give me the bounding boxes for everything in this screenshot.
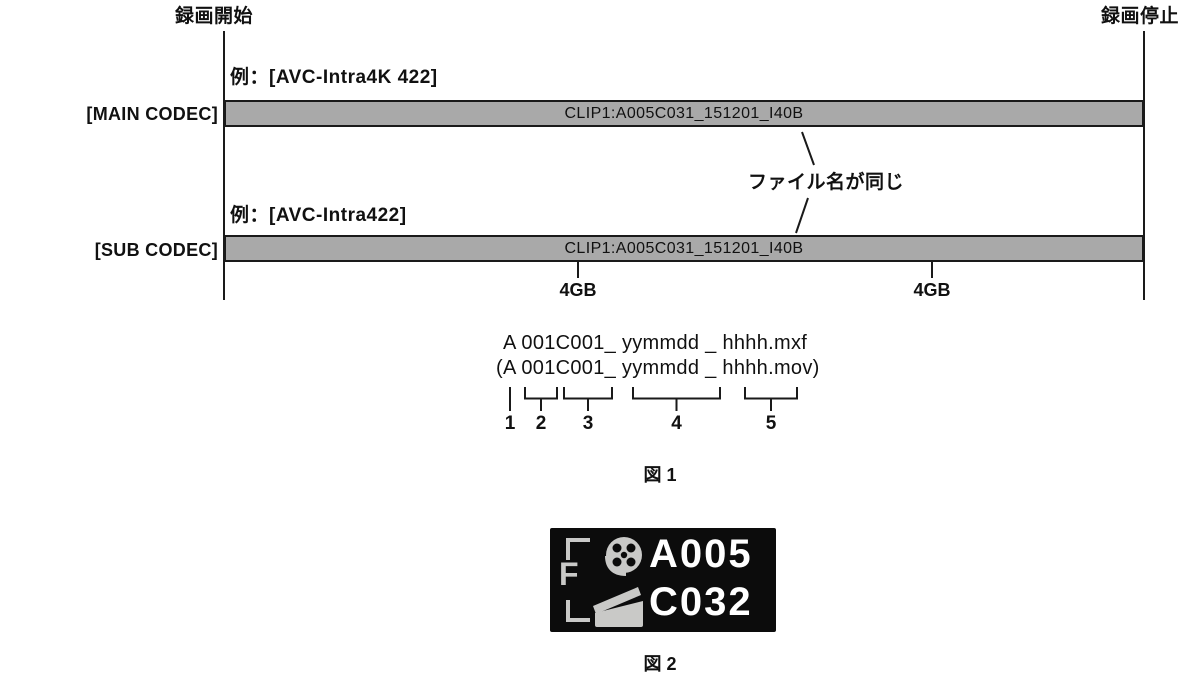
segment-bracket-2 (524, 387, 558, 411)
main-codec-clip-bar: CLIP1:A005C031_151201_I40B (224, 100, 1144, 127)
film-reel-icon (605, 537, 642, 576)
sub-clip-name: CLIP1:A005C031_151201_I40B (564, 239, 804, 257)
same-filename-note: ファイル名が同じ (748, 172, 905, 193)
sub-codec-label: [SUB CODEC] (94, 240, 218, 260)
clapperboard-icon (593, 587, 643, 627)
figure2-caption: 図 2 (643, 654, 677, 674)
sub-codec-clip-bar: CLIP1:A005C031_151201_I40B (224, 235, 1144, 262)
clip-number-value: C032 (649, 580, 753, 624)
main-codec-label: [MAIN CODEC] (86, 104, 218, 124)
segment-bracket-3 (563, 387, 613, 411)
frame-corner-bottom-icon (566, 600, 590, 622)
filename-pattern-mxf: A 001C001_ yymmdd _ hhhh.mxf (503, 332, 808, 354)
segment-number-5: 5 (765, 413, 777, 434)
segment-number-3: 3 (582, 413, 594, 434)
reel-number-value: A005 (649, 532, 753, 576)
segment-number-1: 1 (504, 413, 516, 434)
segment-bracket-4 (632, 387, 721, 411)
camera-display: F A005 C032 (550, 528, 776, 632)
frame-f-indicator: F (559, 556, 579, 592)
segment-number-2: 2 (535, 413, 547, 434)
rec-stop-label: 録画停止 (1101, 6, 1180, 27)
note-leader-lower (795, 197, 809, 234)
rec-start-label: 録画開始 (175, 6, 254, 27)
frame-corner-top-icon (566, 538, 590, 560)
note-leader-upper (801, 131, 815, 166)
filename-pattern-mov: (A 001C001_ yymmdd _ hhhh.mov) (496, 357, 820, 379)
sub-codec-example: 例：[AVC-Intra422] (230, 205, 407, 226)
gb-marker-1: 4GB (559, 280, 597, 300)
gb-marker-2: 4GB (913, 280, 951, 300)
segment-bracket-5 (744, 387, 798, 411)
figure1-caption: 図 1 (643, 465, 677, 485)
segment-number-4: 4 (671, 413, 682, 434)
main-clip-name: CLIP1:A005C031_151201_I40B (564, 104, 804, 122)
main-codec-example: 例：[AVC-Intra4K 422] (230, 67, 438, 88)
